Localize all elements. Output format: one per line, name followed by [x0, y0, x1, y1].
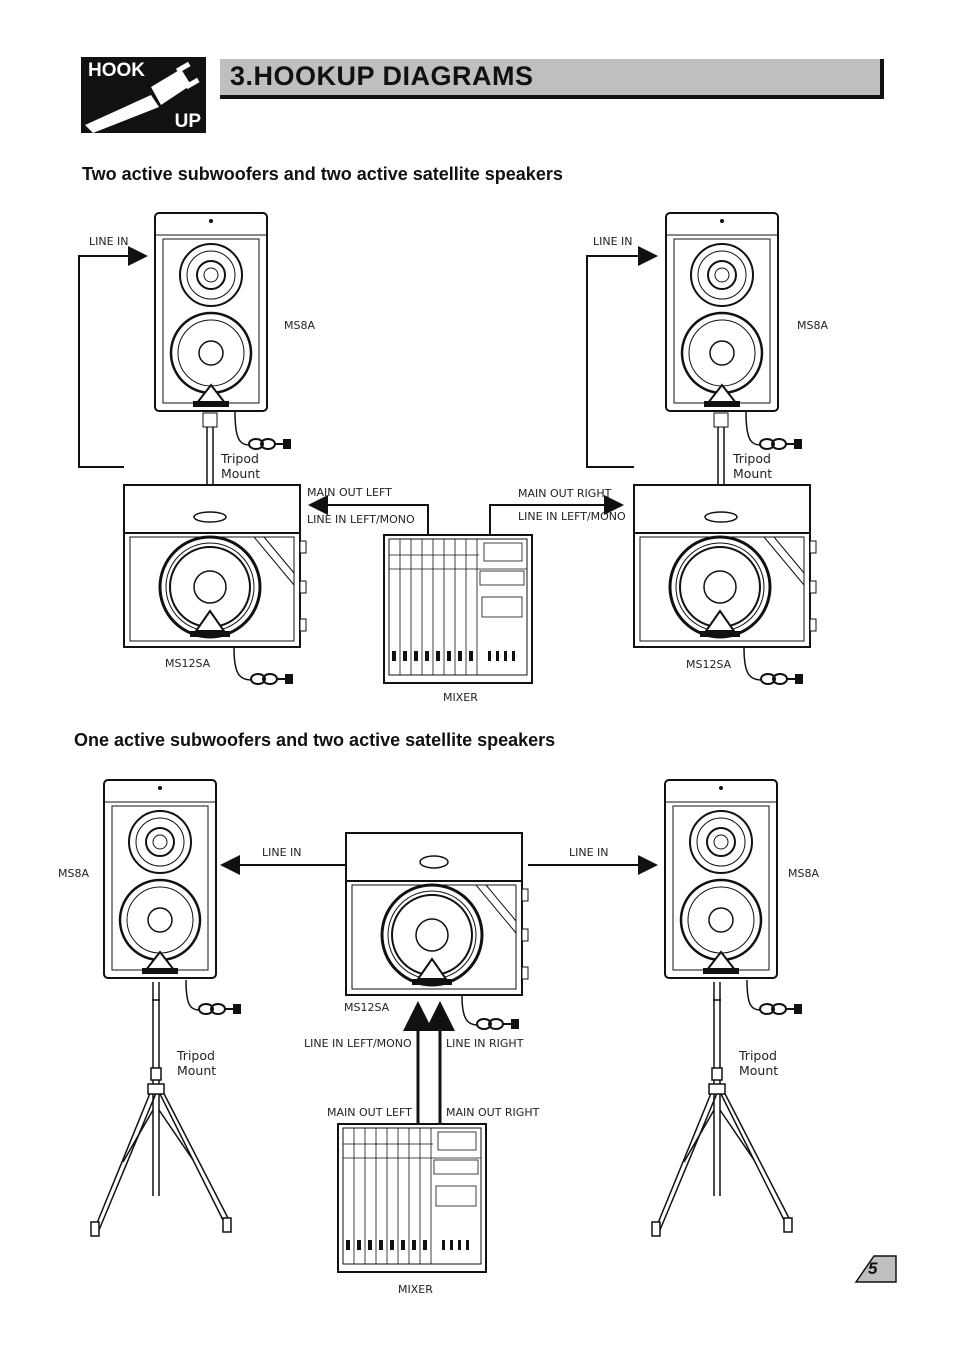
s1-ms8a-left-label: MS8A	[284, 319, 315, 332]
s2-line-in-left-mono: LINE IN LEFT/MONO	[304, 1037, 412, 1050]
s2-main-out-right: MAIN OUT RIGHT	[446, 1106, 540, 1119]
s1-main-out-left: MAIN OUT LEFT	[307, 486, 392, 499]
header-bar: 3.HOOKUP DIAGRAMS	[220, 59, 884, 99]
s2-line-in-left: LINE IN	[262, 846, 302, 859]
ms8a-speaker-right	[664, 211, 780, 413]
s1-ms8a-right-label: MS8A	[797, 319, 828, 332]
ms8a-speaker-left	[153, 211, 269, 413]
section2-title: One active subwoofers and two active sat…	[74, 730, 556, 750]
s1-ms12sa-left-label: MS12SA	[165, 657, 211, 670]
s2-mixer-label: MIXER	[398, 1283, 433, 1296]
s1-line-in-left-mono-b: LINE IN LEFT/MONO	[518, 510, 626, 523]
ms8a-speaker-left-2	[102, 778, 218, 980]
page-number-badge: 5	[856, 1256, 896, 1282]
s1-tripod-right: Tripod Mount	[733, 451, 773, 481]
s2-ms12sa-label: MS12SA	[344, 1001, 390, 1014]
page-title: 3.HOOKUP DIAGRAMS	[230, 61, 534, 91]
page-number: 5	[868, 1259, 878, 1278]
logo-up-text: UP	[174, 111, 201, 132]
s1-line-in-left: LINE IN	[89, 235, 129, 248]
s1-line-in-right: LINE IN	[593, 235, 633, 248]
s1-tripod-left: Tripod Mount	[221, 451, 261, 481]
s2-line-in-right-sub: LINE IN RIGHT	[446, 1037, 524, 1050]
ms8a-speaker-right-2	[663, 778, 779, 980]
s1-main-out-right: MAIN OUT RIGHT	[518, 487, 612, 500]
section1-title: Two active subwoofers and two active sat…	[82, 164, 563, 184]
s2-ms8a-left-label: MS8A	[58, 867, 89, 880]
s2-ms8a-right-label: MS8A	[788, 867, 819, 880]
s2-tripod-right: Tripod Mount	[739, 1048, 779, 1078]
s2-line-in-right: LINE IN	[569, 846, 609, 859]
connector-icon	[85, 61, 200, 133]
logo-hook-text: HOOK	[88, 60, 145, 81]
s1-ms12sa-right-label: MS12SA	[686, 658, 732, 671]
s1-line-in-left-mono-a: LINE IN LEFT/MONO	[307, 513, 415, 526]
hookup-logo: HOOK UP	[81, 57, 206, 133]
s1-mixer-label: MIXER	[443, 691, 478, 704]
s2-main-out-left: MAIN OUT LEFT	[327, 1106, 412, 1119]
s2-tripod-left: Tripod Mount	[177, 1048, 217, 1078]
